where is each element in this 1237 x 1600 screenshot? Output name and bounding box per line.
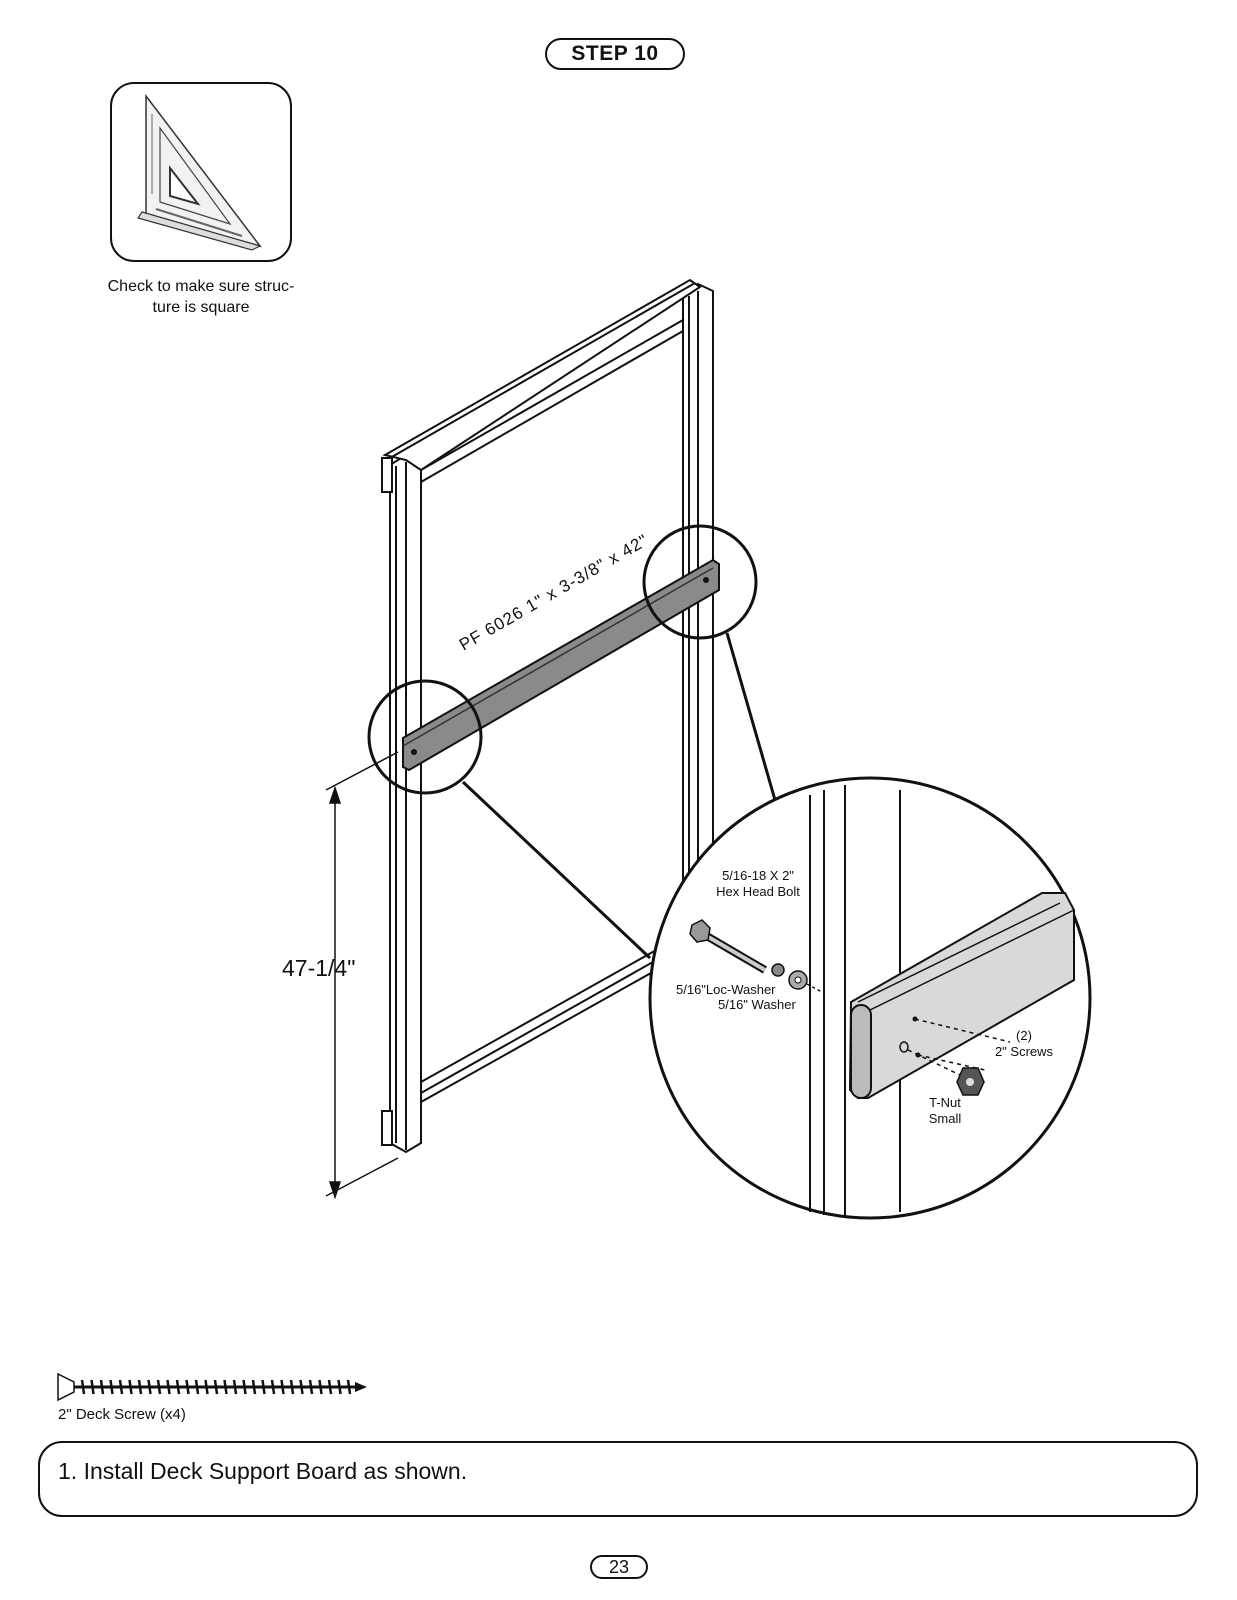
step-label: STEP 10 <box>545 38 685 70</box>
screw-thread <box>232 1379 238 1395</box>
screw-thread <box>109 1379 114 1395</box>
zoom-circle-left <box>367 679 483 795</box>
screw-thread <box>299 1379 304 1395</box>
screw-thread <box>308 1379 314 1395</box>
zoom-circle-right <box>642 524 758 640</box>
screw-thread <box>242 1379 247 1395</box>
screws-and-tnut <box>899 1016 1011 1096</box>
bolt-callout: 5/16-18 X 2" Hex Head Bolt <box>698 868 818 900</box>
screw-thread <box>261 1379 266 1395</box>
screw-thread <box>346 1379 352 1395</box>
bolt-callout-line-1: 5/16-18 X 2" <box>722 868 794 883</box>
tnut-callout-line-1: T-Nut <box>929 1095 961 1110</box>
square-check-caption: Check to make sure struc- ture is square <box>92 276 310 318</box>
screws-callout: (2) 2" Screws <box>984 1028 1064 1060</box>
deck-support-board <box>402 558 720 772</box>
screw-thread <box>118 1379 124 1395</box>
screws-callout-line-2: 2" Screws <box>994 1044 1054 1059</box>
screw-thread <box>156 1379 162 1395</box>
height-dimension <box>325 751 399 1200</box>
screw-thread <box>213 1379 219 1395</box>
deck-screw-caption: 2" Deck Screw (x4) <box>58 1406 186 1423</box>
screw-thread <box>128 1379 133 1395</box>
screw-thread <box>194 1379 200 1395</box>
screw-thread <box>289 1379 295 1395</box>
hex-bolt <box>689 919 823 993</box>
screw-thread <box>80 1379 86 1395</box>
screw-thread <box>280 1379 285 1395</box>
screw-thread <box>166 1379 171 1395</box>
screws-callout-line-1: (2) <box>1016 1028 1032 1043</box>
instruction-step-1: 1. Install Deck Support Board as shown. <box>58 1458 468 1484</box>
screw-thread <box>99 1379 105 1395</box>
caption-line-1: Check to make sure struc- <box>107 278 295 295</box>
screw-thread <box>337 1379 342 1395</box>
screw-thread <box>251 1379 257 1395</box>
screw-thread <box>223 1379 228 1395</box>
frame <box>381 278 714 1154</box>
caption-line-2: ture is square <box>152 299 250 316</box>
tnut-callout-line-2: Small <box>928 1111 962 1126</box>
loc-washer-callout: 5/16"Loc-Washer <box>676 982 776 997</box>
height-dimension-label: 47-1/4" <box>282 955 356 981</box>
bolt-callout-line-2: Hex Head Bolt <box>716 884 800 899</box>
carpenter-square-box <box>110 82 292 262</box>
screw-threads <box>80 1379 352 1395</box>
tnut-callout: T-Nut Small <box>920 1095 970 1127</box>
washer-callout: 5/16" Washer <box>718 997 796 1012</box>
screw-thread <box>318 1379 323 1395</box>
screw-thread <box>327 1379 333 1395</box>
screw-thread <box>270 1379 276 1395</box>
screw-thread <box>137 1379 143 1395</box>
carpenter-square-icon <box>137 93 262 251</box>
screw-thread <box>185 1379 190 1395</box>
instruction-box <box>38 1441 1198 1517</box>
screw-thread <box>147 1379 152 1395</box>
page-number: 23 <box>590 1555 648 1579</box>
screw-thread <box>175 1379 181 1395</box>
detail-board <box>848 892 1075 1099</box>
screw-thread <box>204 1379 209 1395</box>
screw-thread <box>90 1379 95 1395</box>
